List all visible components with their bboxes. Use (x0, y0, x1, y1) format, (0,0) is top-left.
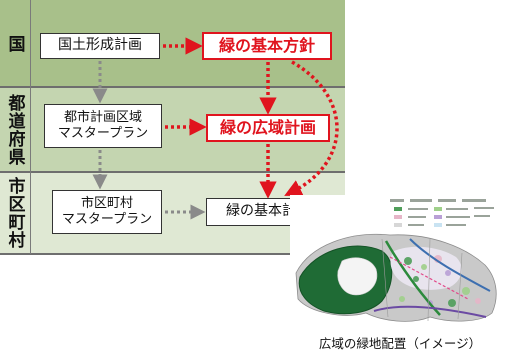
band-divider (0, 253, 345, 255)
municipal-master-plan-box: 市区町村 マスタープラン (52, 190, 162, 234)
green-space-map-image (290, 195, 506, 327)
map-legend (390, 199, 494, 227)
band-divider (0, 171, 345, 173)
level-label-national: 国 (4, 34, 25, 53)
arrow-basic-policy-to-basic-plan (284, 60, 339, 196)
city-area-master-plan-box: 都市計画区域 マスタープラン (44, 104, 162, 148)
green-wide-area-plan-box: 緑の広域計画 (206, 114, 330, 142)
level-label-municipality: 市区町村 (4, 177, 25, 249)
map-caption: 広域の緑地配置（イメージ） (318, 336, 482, 351)
level-label-prefecture: 都道府県 (4, 93, 25, 166)
national-plan-box: 国土形成計画 (40, 33, 160, 59)
band-divider (0, 86, 345, 88)
green-basic-policy-box: 緑の基本方針 (202, 32, 332, 60)
level-column-divider (30, 0, 31, 254)
